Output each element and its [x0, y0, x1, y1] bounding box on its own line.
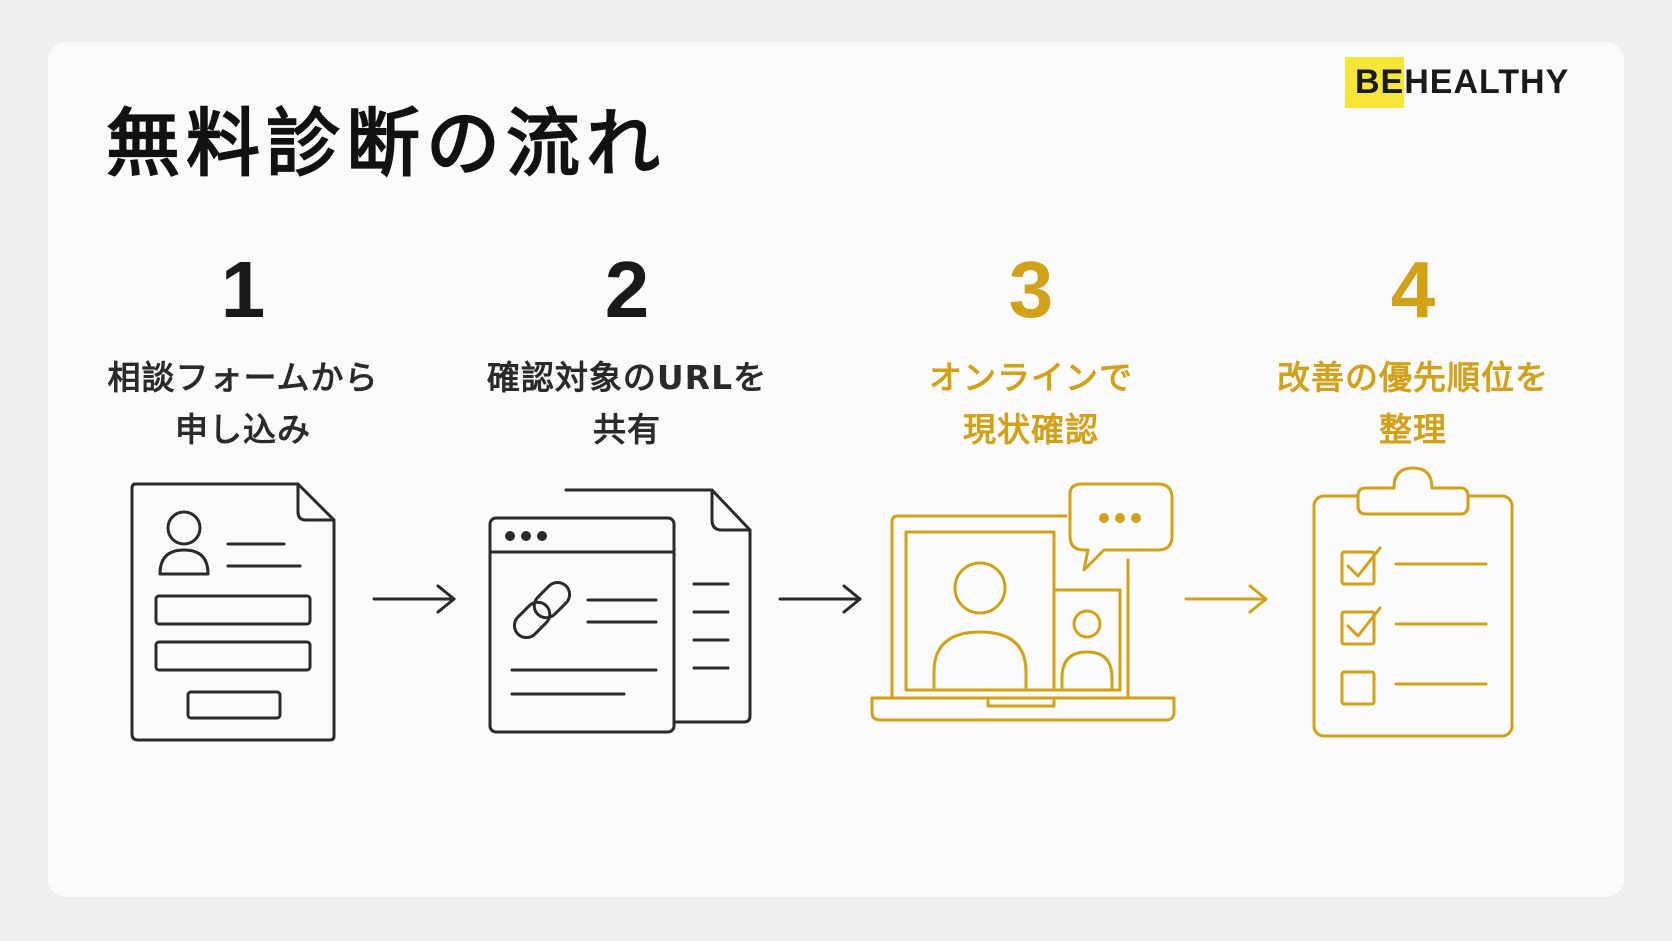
step-label: 相談フォームから 申し込み [107, 358, 379, 449]
step-4: 4 改善の優先順位を 整理 [1223, 240, 1603, 456]
step-number: 3 [1008, 245, 1054, 334]
arrow-right-icon [372, 584, 456, 614]
logo-highlight: BE [1345, 56, 1405, 108]
url-link-document-icon [488, 488, 752, 734]
step-3: 3 オンラインで 現状確認 [841, 240, 1221, 456]
step-label: 確認対象のURLを 共有 [486, 358, 768, 449]
page-title: 無料診断の流れ [106, 101, 666, 187]
checklist-clipboard-icon [1312, 466, 1514, 738]
laptop-video-call-icon [870, 482, 1176, 722]
step-label: オンラインで 現状確認 [929, 358, 1133, 449]
logo-text: HEALTHY [1404, 62, 1570, 101]
step-label: 改善の優先順位を 整理 [1277, 358, 1549, 449]
step-number: 2 [604, 245, 650, 334]
form-document-icon [130, 482, 336, 742]
arrow-right-icon [778, 584, 862, 614]
step-number: 1 [220, 245, 266, 334]
step-2: 2 確認対象のURLを 共有 [437, 240, 817, 456]
slide-card [48, 42, 1624, 897]
step-number: 4 [1390, 245, 1436, 334]
step-1: 1 相談フォームから 申し込み [53, 240, 433, 456]
arrow-right-icon [1184, 584, 1268, 614]
